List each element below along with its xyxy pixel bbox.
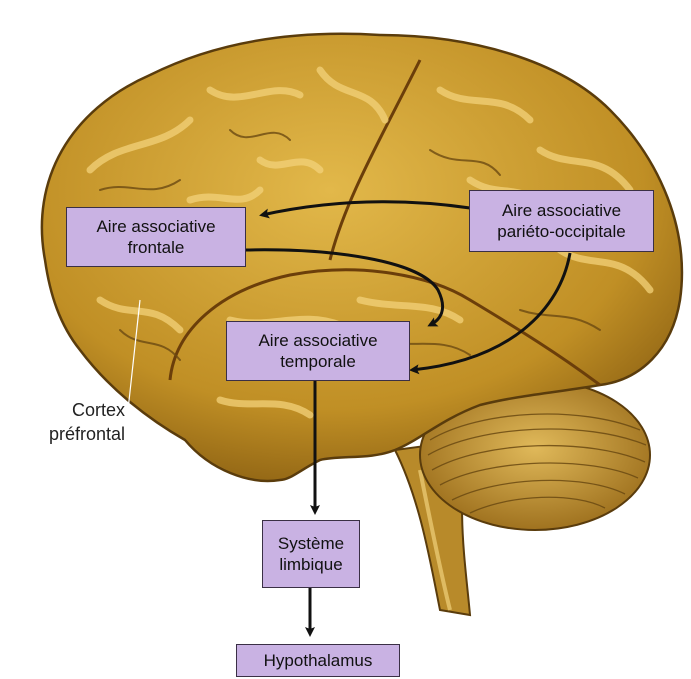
box-parieto-occipital-association-area: Aire associative pariéto-occipitale [469,190,654,252]
box-temporal-association-area: Aire associative temporale [226,321,410,381]
box-hypothalamus: Hypothalamus [236,644,400,677]
box-parieto-line2: pariéto-occipitale [497,221,626,242]
cortex-prefrontal-label: Cortex préfrontal [15,398,125,446]
box-parieto-line1: Aire associative [502,200,621,221]
cortex-label-line2: préfrontal [15,422,125,446]
box-limbic-system: Système limbique [262,520,360,588]
cortex-label-line1: Cortex [15,398,125,422]
box-limbic-line2: limbique [279,554,342,575]
box-temporal-line1: Aire associative [258,330,377,351]
box-temporal-line2: temporale [280,351,356,372]
box-hypothalamus-label: Hypothalamus [264,650,373,671]
box-frontal-line1: Aire associative [96,216,215,237]
box-limbic-line1: Système [278,533,344,554]
box-frontal-association-area: Aire associative frontale [66,207,246,267]
box-frontal-line2: frontale [128,237,185,258]
